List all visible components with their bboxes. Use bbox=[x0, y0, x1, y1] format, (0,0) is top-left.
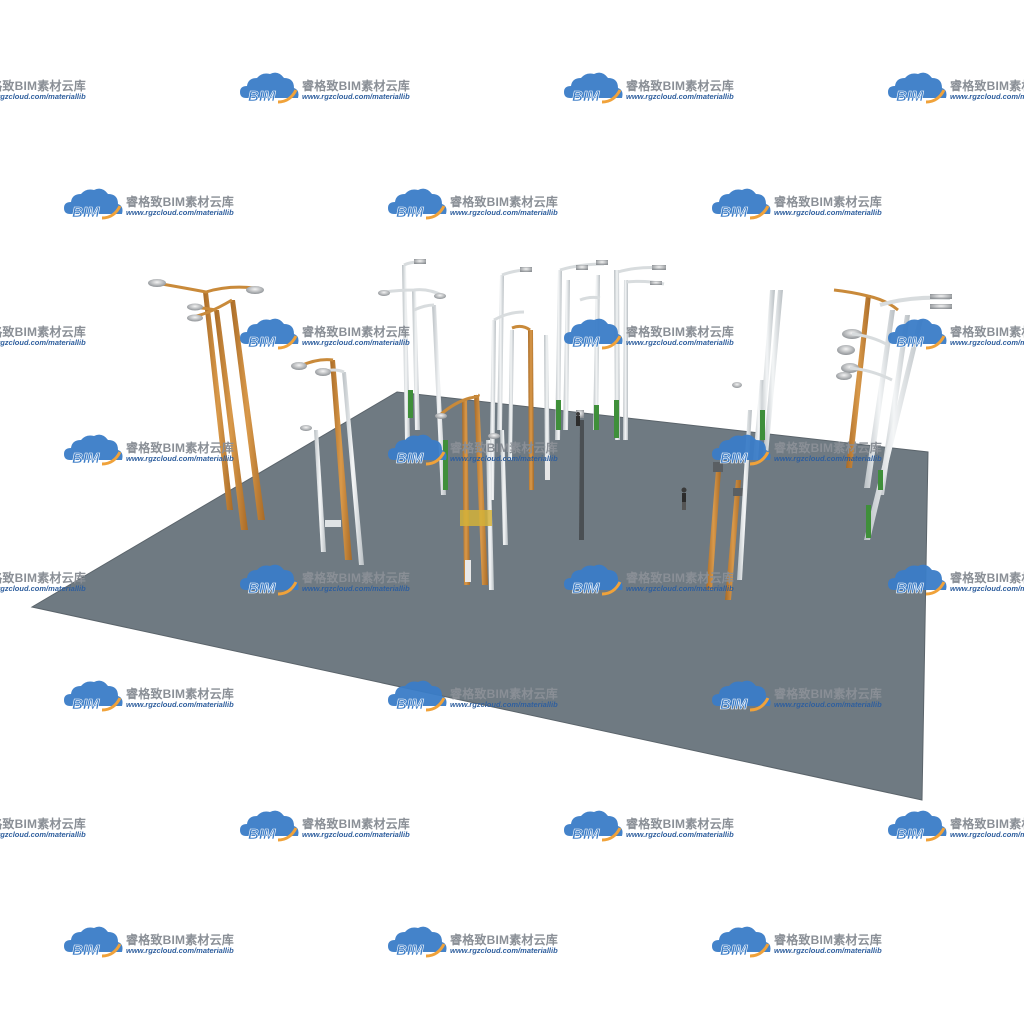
street-light-pole bbox=[763, 290, 783, 455]
lamp-head bbox=[187, 303, 203, 311]
lamp-head bbox=[291, 362, 307, 370]
lamp-head bbox=[732, 382, 742, 388]
street-light-pole bbox=[555, 270, 562, 440]
street-light-pole bbox=[314, 430, 326, 552]
human-figure bbox=[576, 412, 580, 426]
pole-group-left-center bbox=[291, 358, 364, 565]
street-light-pole bbox=[623, 280, 628, 440]
street-light-pole bbox=[846, 295, 871, 468]
street-light-pole bbox=[544, 335, 550, 480]
street-light-pole bbox=[474, 395, 488, 585]
lamp-head bbox=[733, 488, 743, 496]
street-light-pole bbox=[563, 280, 570, 430]
street-light-pole bbox=[412, 290, 420, 430]
lamp-head bbox=[837, 345, 855, 355]
pole-group-center-front bbox=[435, 393, 508, 590]
ground-marker bbox=[460, 510, 492, 526]
pole-group-center-right bbox=[555, 260, 666, 540]
lamp-head bbox=[488, 433, 500, 439]
street-light-pole bbox=[864, 310, 895, 488]
lamp-head bbox=[378, 290, 390, 296]
human-figure bbox=[681, 487, 687, 510]
lamp-head bbox=[300, 425, 312, 431]
street-light-pole bbox=[508, 330, 514, 460]
street-light-pole bbox=[230, 300, 265, 520]
pole-group-center bbox=[378, 259, 550, 500]
street-light-pole bbox=[725, 480, 741, 600]
street-light-pole bbox=[497, 275, 504, 430]
street-light-pole bbox=[342, 372, 364, 565]
street-light-pole bbox=[214, 310, 248, 530]
lamp-head bbox=[315, 368, 331, 376]
street-light-pole bbox=[614, 270, 620, 440]
street-light-pole bbox=[462, 400, 470, 585]
lamp-head bbox=[434, 293, 446, 299]
street-light-pole bbox=[528, 330, 534, 490]
lamp-head bbox=[187, 314, 203, 322]
street-light-pole bbox=[878, 315, 910, 495]
street-light-pole bbox=[579, 420, 584, 540]
pole-group-right-center bbox=[706, 290, 783, 600]
street-light-pole bbox=[330, 360, 352, 560]
street-light-pole bbox=[203, 292, 233, 510]
lamp-head bbox=[435, 413, 447, 419]
street-light-pole bbox=[759, 290, 775, 440]
pole-group-right bbox=[833, 288, 952, 540]
street-light-pole bbox=[706, 470, 721, 590]
lamp-head bbox=[713, 462, 723, 472]
lamp-head bbox=[246, 286, 264, 294]
pole-group-left bbox=[148, 279, 265, 530]
street-light-pole bbox=[500, 430, 508, 545]
street-light-pole bbox=[489, 320, 496, 500]
street-light-pole bbox=[593, 275, 600, 430]
lamp-head bbox=[148, 279, 166, 287]
lamp-head bbox=[836, 372, 852, 380]
